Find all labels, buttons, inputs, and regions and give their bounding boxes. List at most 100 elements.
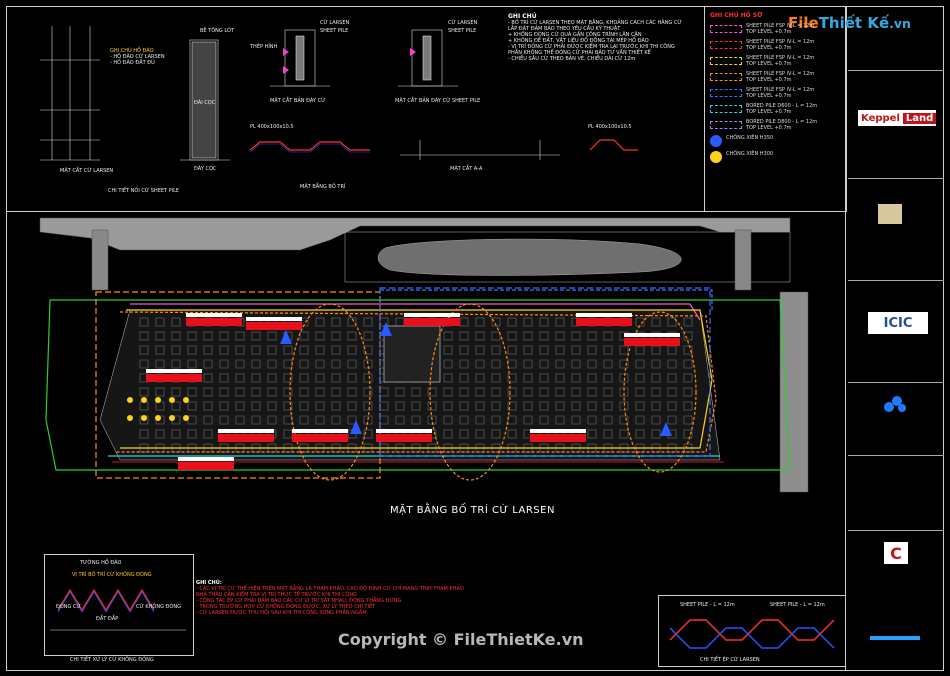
keppel-logo: Keppel Land <box>858 110 937 126</box>
legend-swatch <box>710 25 742 33</box>
pile-cap <box>555 401 565 411</box>
yellow-strut <box>141 397 147 403</box>
detail-4-bracket <box>398 29 458 87</box>
pile-cap <box>251 373 261 383</box>
pile-cap <box>683 415 693 425</box>
watermark-top-tld: .vn <box>889 16 911 31</box>
general-note-2: + KHÔNG ĐÓNG CỪ QUÁ GẦN CÔNG TRÌNH LÂN C… <box>508 32 642 38</box>
pile-cap <box>155 345 165 355</box>
sheet-pile-blue <box>380 289 713 310</box>
pile-cap <box>491 387 501 397</box>
detail1-note-0: GHI CHÚ HỒ ĐÀO <box>110 48 154 54</box>
pile-cap <box>603 401 613 411</box>
detail-6-section <box>400 140 560 160</box>
main-plan-title: MẶT BẰNG BỐ TRÍ CỪ LARSEN <box>390 505 555 516</box>
bl-detail-label-1: ĐẤT ĐẮP <box>96 616 119 622</box>
pile-cap <box>507 373 517 383</box>
detail4-tag-1: SHEET PILE <box>448 28 477 34</box>
legend-sub: TOP LEVEL +0.7m <box>746 61 792 67</box>
pile-cap <box>299 345 309 355</box>
pile-cap <box>203 331 213 341</box>
legend-text: CHỐNG XIÊN H300 <box>726 151 773 157</box>
pile-cap <box>587 401 597 411</box>
pile-cap <box>635 429 645 439</box>
pile-cap <box>187 401 197 411</box>
engineer-logo <box>884 396 908 414</box>
detail6-caption: MẶT CẮT A-A <box>450 166 483 172</box>
pile-cap <box>299 359 309 369</box>
pile-cap <box>251 387 261 397</box>
tag-label <box>186 313 242 317</box>
pile-cap <box>539 359 549 369</box>
pile-cap <box>171 429 181 439</box>
architect-logo <box>878 204 902 224</box>
general-notes-title: GHI CHÚ <box>508 13 537 20</box>
pile-cap <box>283 373 293 383</box>
pile-cap <box>523 401 533 411</box>
pile-cap <box>539 345 549 355</box>
pile-cap <box>235 401 245 411</box>
general-note-4: - VỊ TRÍ ĐÓNG CỪ PHẢI ĐƯỢC KIỂM TRA LẠI … <box>508 44 675 50</box>
pile-cap <box>507 429 517 439</box>
pile-cap <box>667 387 677 397</box>
pile-cap <box>635 373 645 383</box>
pile-cap <box>523 373 533 383</box>
pile-cap <box>219 401 229 411</box>
pile-cap <box>347 401 357 411</box>
pile-cap <box>219 359 229 369</box>
pile-cap <box>587 415 597 425</box>
pile-cap <box>603 429 613 439</box>
pile-cap <box>571 415 581 425</box>
pile-cap <box>395 387 405 397</box>
pile-cap <box>555 415 565 425</box>
pile-cap <box>315 373 325 383</box>
pile-cap <box>235 387 245 397</box>
red-tag <box>530 434 586 442</box>
pile-cap <box>507 317 517 327</box>
pile-cap <box>331 359 341 369</box>
pile-cap <box>315 345 325 355</box>
pile-cap <box>363 429 373 439</box>
legend-label: BORED PILE D800 - L = 12m <box>746 119 818 125</box>
pile-cap <box>315 387 325 397</box>
yellow-strut <box>127 397 133 403</box>
pile-cap <box>443 387 453 397</box>
pile-cap <box>523 345 533 355</box>
pile-cap <box>507 331 517 341</box>
pile-cap <box>475 373 485 383</box>
pile-cap <box>491 429 501 439</box>
pile-cap <box>267 359 277 369</box>
pile-cap <box>347 373 357 383</box>
legend-label: CHỐNG XIÊN H300 <box>726 151 774 157</box>
detail5-caption: MẶT BẰNG BỐ TRÍ <box>300 184 346 190</box>
pile-cap <box>363 387 373 397</box>
pile-cap <box>603 345 613 355</box>
pile-cap <box>299 331 309 341</box>
bottom-notes: GHI CHÚ: - CÁC VỊ TRÍ CỪ THỂ HIỆN TRÊN M… <box>196 580 464 616</box>
detail2-tag-top: BÊ TÔNG LÓT <box>200 28 234 34</box>
pile-cap <box>267 331 277 341</box>
pile-cap <box>139 331 149 341</box>
pile-cap <box>635 401 645 411</box>
watermark-top-rest: Thiết Kế <box>818 14 890 32</box>
bl-detail-label-0: ĐÓNG CỪ <box>56 604 81 610</box>
pile-cap <box>651 429 661 439</box>
general-note-6: - CHIỀU SÂU CỪ THEO BẢN VẼ, CHIỀU DÀI CỪ… <box>508 56 636 62</box>
strut-marker <box>380 322 392 336</box>
detail3-tag-2: THÉP HÌNH <box>250 44 278 50</box>
pile-cap <box>459 401 469 411</box>
pile-cap <box>587 359 597 369</box>
pile-cap <box>171 401 181 411</box>
pile-cap <box>283 415 293 425</box>
legend-item: CHỐNG XIÊN H350 <box>710 135 842 147</box>
pile-cap <box>491 373 501 383</box>
pile-cap <box>267 415 277 425</box>
legend-sub: TOP LEVEL +0.7m <box>746 45 792 51</box>
pile-cap <box>603 415 613 425</box>
